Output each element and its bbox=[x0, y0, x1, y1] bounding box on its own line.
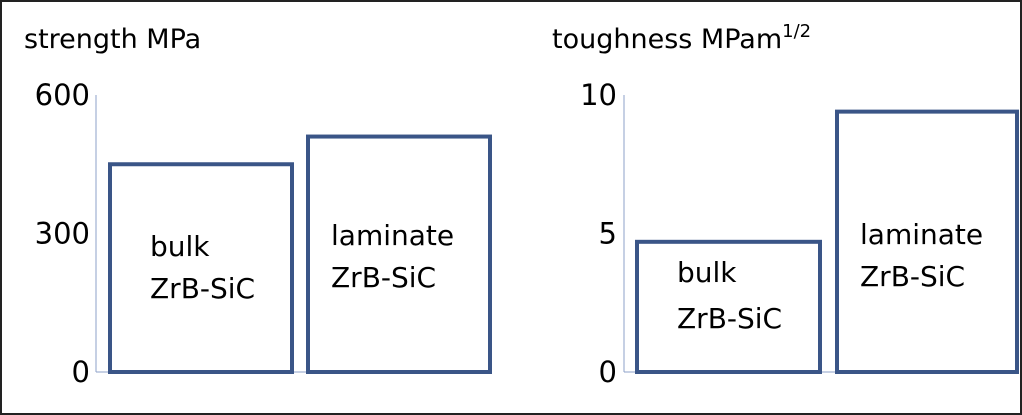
bar bbox=[835, 109, 1019, 375]
bar-label: laminate bbox=[331, 219, 454, 252]
y-tick-label: 0 bbox=[72, 355, 90, 389]
y-tick-label: 10 bbox=[580, 78, 617, 112]
bar-label: ZrB-SiC bbox=[860, 260, 965, 293]
bar bbox=[108, 162, 294, 374]
chart-title: strength MPa bbox=[24, 24, 201, 55]
bar-label: ZrB-SiC bbox=[677, 302, 782, 335]
y-tick-label: 300 bbox=[35, 217, 90, 251]
title-superscript: 1/2 bbox=[782, 21, 811, 42]
bar bbox=[306, 134, 492, 374]
bar-label: ZrB-SiC bbox=[331, 261, 436, 294]
bar bbox=[635, 239, 822, 374]
bar-label: bulk bbox=[677, 256, 737, 289]
y-tick-label: 0 bbox=[599, 355, 617, 389]
bar-label: bulk bbox=[150, 230, 210, 263]
bar-label: laminate bbox=[860, 218, 983, 251]
y-tick-label: 600 bbox=[35, 78, 90, 112]
chart-title: toughness MPam1/2 bbox=[552, 21, 811, 55]
y-tick-label: 5 bbox=[599, 217, 617, 251]
bar-label: ZrB-SiC bbox=[150, 272, 255, 305]
